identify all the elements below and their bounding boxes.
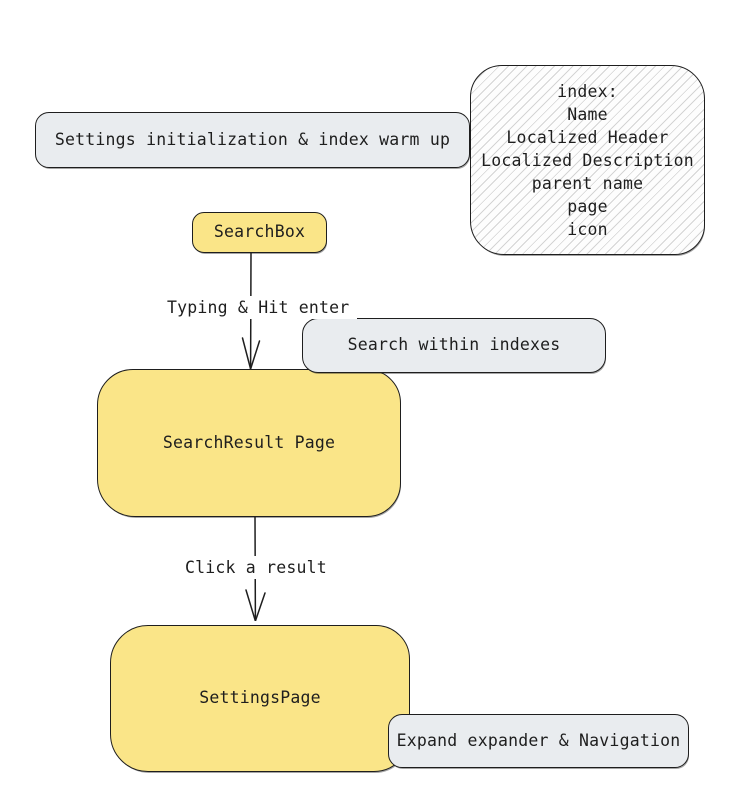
node-search-within-indexes: Search within indexes	[302, 318, 606, 373]
node-index-fields-note: index: Name Localized Header Localized D…	[470, 65, 705, 255]
index-note-line: icon	[567, 220, 608, 239]
index-note-line: page	[567, 197, 608, 216]
index-note-line: Localized Description	[481, 151, 694, 170]
edge-label-typing-text: Typing & Hit enter	[167, 298, 350, 317]
index-note-line: Name	[567, 105, 608, 124]
node-searchbox: SearchBox	[192, 212, 327, 253]
node-searchresult-page-label: SearchResult Page	[162, 432, 336, 452]
edge-label-click-result-text: Click a result	[185, 558, 327, 577]
index-note-line: parent name	[531, 174, 644, 193]
edge-label-click-result: Click a result	[177, 556, 335, 579]
index-note-line: Localized Header	[506, 128, 669, 147]
node-settings-initialization: Settings initialization & index warm up	[35, 112, 470, 168]
node-settings-initialization-label: Settings initialization & index warm up	[54, 129, 451, 149]
node-settings-page: SettingsPage	[110, 625, 410, 772]
node-search-within-indexes-label: Search within indexes	[347, 335, 561, 355]
node-settings-page-label: SettingsPage	[199, 688, 321, 708]
node-searchresult-page: SearchResult Page	[97, 369, 401, 517]
node-expand-expander-navigation-label: Expand expander & Navigation	[396, 730, 681, 750]
node-expand-expander-navigation: Expand expander & Navigation	[388, 714, 689, 768]
node-searchbox-label: SearchBox	[213, 222, 306, 242]
edge-label-typing: Typing & Hit enter	[159, 296, 358, 319]
index-note-line: index:	[557, 82, 618, 101]
